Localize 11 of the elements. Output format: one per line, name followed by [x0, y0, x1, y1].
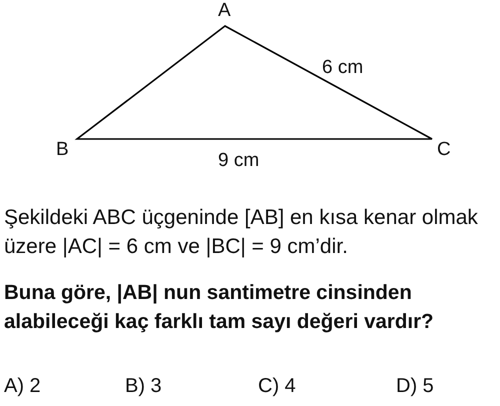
vertex-label: B: [56, 140, 69, 159]
answer-option: A) 2: [4, 376, 41, 396]
question-text: Buna göre, |AB| nun santimetre cinsinden alabileceği kaç farklı tam sayı değeri vardır?: [4, 280, 435, 335]
vertex-label: A: [218, 1, 231, 20]
answer-option: B) 3: [125, 376, 162, 396]
answer-option: D) 5: [396, 376, 434, 396]
answer-option: C) 4: [258, 376, 296, 396]
side-length-label: 6 cm: [322, 58, 364, 77]
vertex-label: C: [437, 140, 451, 159]
problem-statement: Şekildeki ABC üçgeninde [AB] en kısa kenar olmak üzere |AC| = 6 cm ve |BC| = 9 cm’dir.: [4, 205, 479, 260]
side-length-label: 9 cm: [218, 151, 260, 170]
